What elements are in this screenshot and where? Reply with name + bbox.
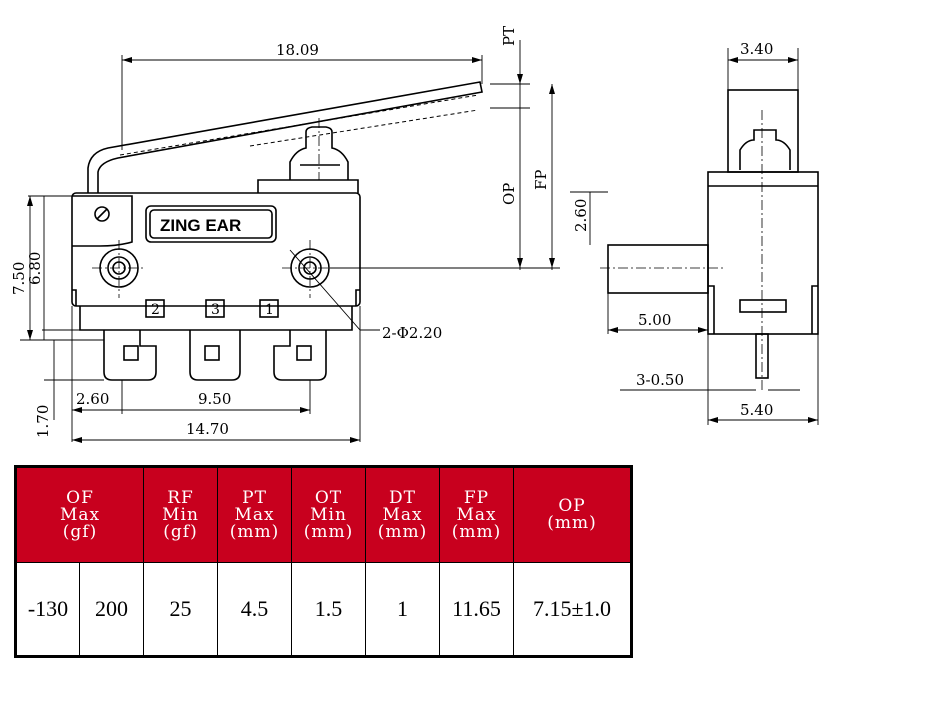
- dim-height-total: 7.50: [10, 262, 28, 295]
- dim-side-width: 5.40: [740, 401, 773, 419]
- value-fp: 11.65: [439, 562, 515, 657]
- switch-body: [71, 192, 361, 307]
- dim-left-pin-offset: 2.60: [76, 390, 109, 408]
- dim-height-body: 6.80: [26, 252, 44, 285]
- lever-arm: [87, 81, 483, 193]
- dim-op-label: OP: [500, 183, 518, 205]
- value-rf: 25: [143, 562, 219, 657]
- terminal-2: [103, 330, 157, 381]
- value-pt: 4.5: [217, 562, 293, 657]
- dim-terminal-offset: 1.70: [34, 405, 52, 438]
- dim-pin-pitch: 9.50: [198, 390, 231, 408]
- technical-drawing: 18.09 PT OP FP 7.50 6.80 1.70 2.60 9.50 …: [10, 26, 819, 443]
- header-op: OP(mm): [513, 466, 633, 563]
- side-body: [707, 171, 819, 335]
- terminal-3: [189, 330, 241, 381]
- value-op: 7.15±1.0: [513, 562, 633, 657]
- value-of-min: -130: [15, 562, 80, 657]
- value-dt: 1: [365, 562, 441, 657]
- dim-fp-label: FP: [532, 169, 550, 190]
- dim-overall-length: 18.09: [276, 41, 319, 59]
- terminal-1: [273, 330, 327, 381]
- dim-side-top-width: 3.40: [740, 40, 773, 58]
- brand-plate: [145, 205, 277, 243]
- brand-label: ZING EAR: [160, 216, 241, 235]
- value-of-max: 200: [78, 562, 145, 657]
- pin-label-3: 3: [211, 302, 220, 318]
- dim-side-shaft-length: 5.00: [638, 311, 671, 329]
- side-shaft: [607, 244, 709, 294]
- dim-side-shaft-height: 2.60: [572, 199, 590, 232]
- dim-body-length: 14.70: [186, 420, 229, 438]
- dim-pt-label: PT: [500, 26, 518, 46]
- pin-label-1: 1: [265, 302, 274, 318]
- pin-label-2: 2: [151, 302, 160, 318]
- value-ot: 1.5: [291, 562, 367, 657]
- dim-side-terminal: 3-0.50: [636, 371, 684, 389]
- dim-hole-callout: 2-Φ2.20: [382, 324, 442, 342]
- spec-value-row: -130 200 25 4.5 1.5 1 11.65 7.15±1.0: [15, 562, 633, 657]
- side-actuator: [727, 89, 799, 173]
